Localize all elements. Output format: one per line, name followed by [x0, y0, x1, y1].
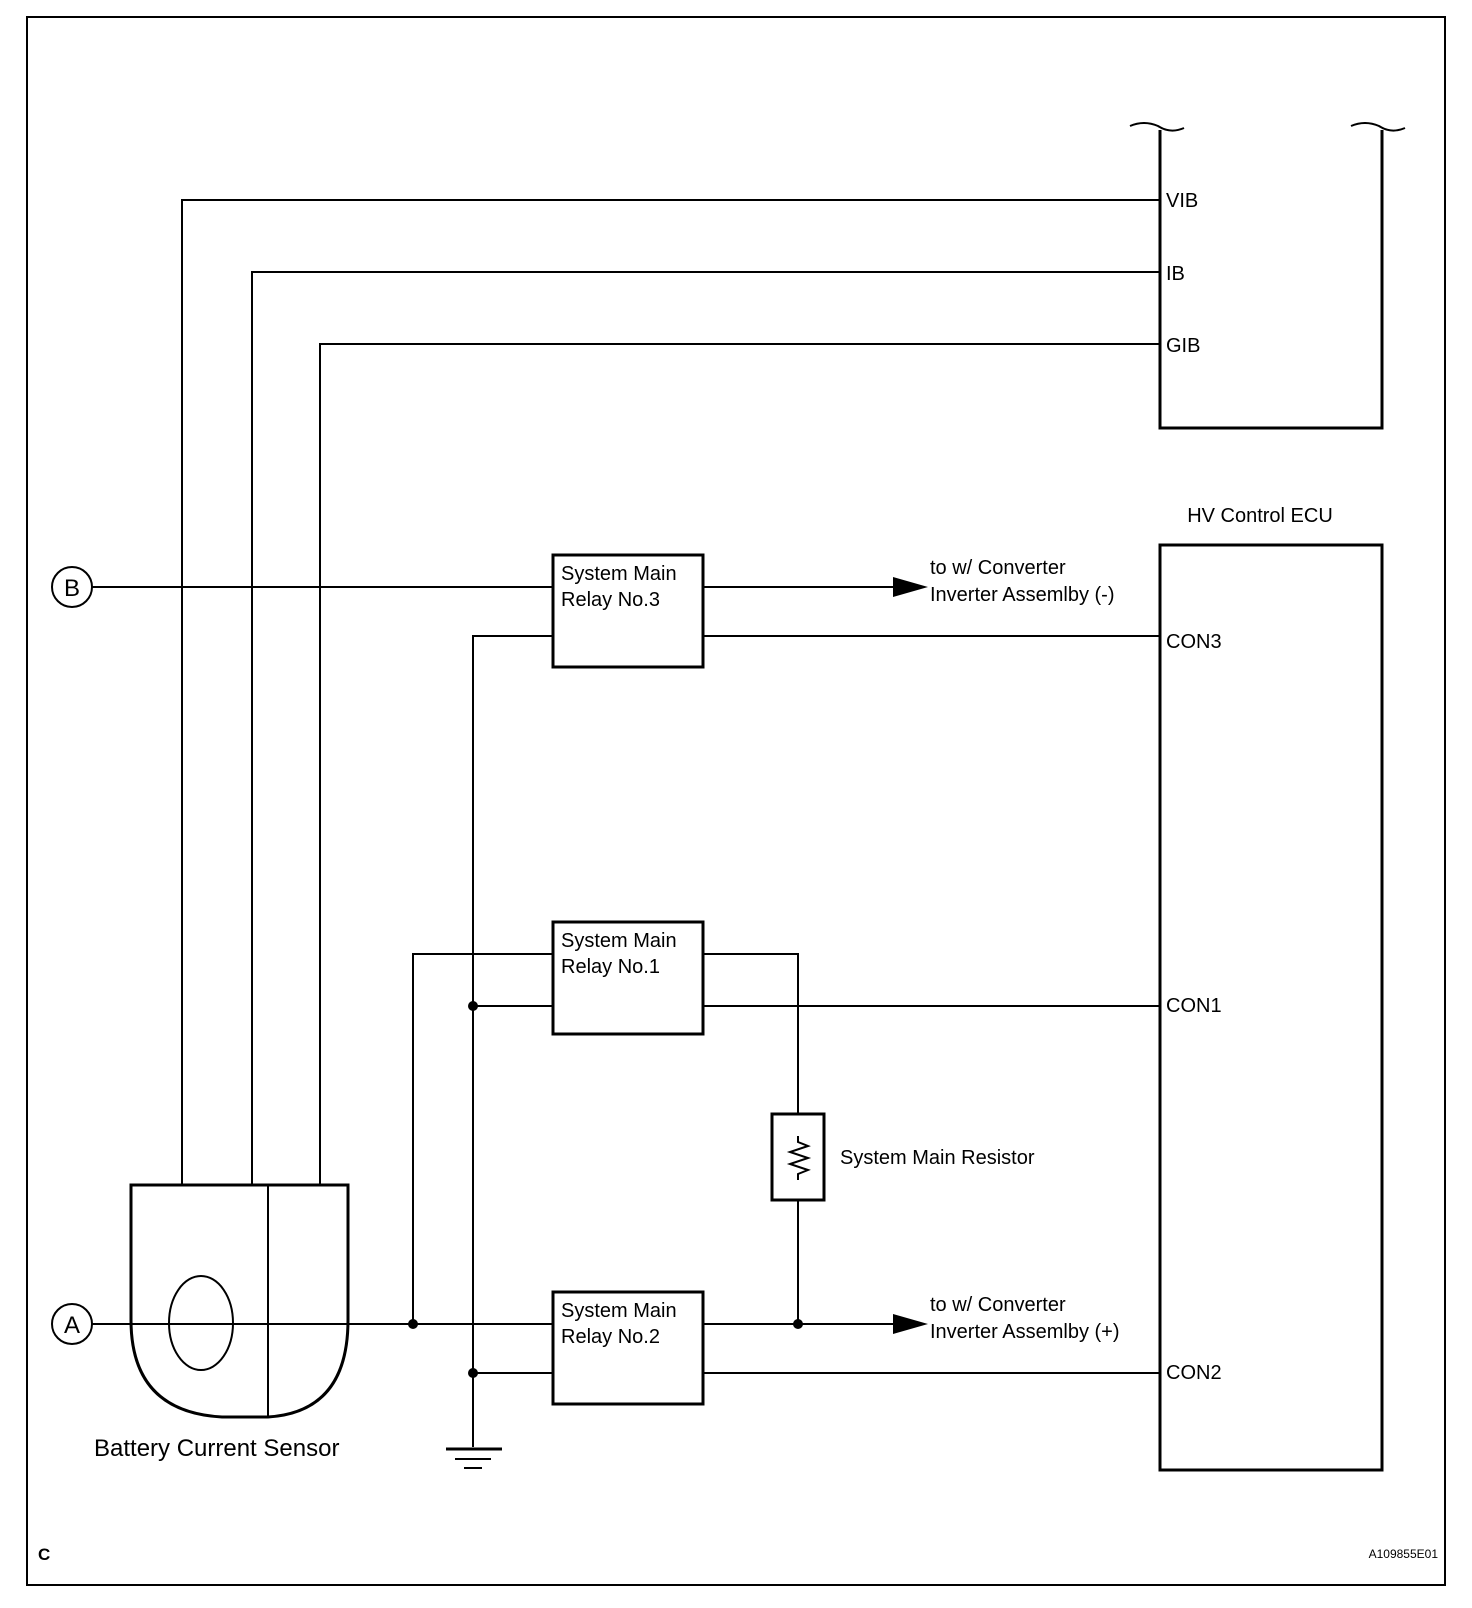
junction-dot: [468, 1001, 478, 1011]
connector-a-label: A: [64, 1312, 80, 1339]
wire-relay1-input: [412, 953, 553, 1324]
wire-vib: [181, 199, 1160, 1185]
relay-no2-line1: System Main: [561, 1300, 677, 1322]
resistor-label: System Main Resistor: [840, 1147, 1035, 1169]
battery-current-sensor: [129, 1183, 350, 1419]
ecu-title: HV Control ECU: [1187, 505, 1333, 527]
footer-left-code: C: [38, 1545, 50, 1564]
diagram-frame: [26, 16, 1446, 1586]
relay-no1: [551, 920, 705, 1036]
arrow-right-icon: [893, 1314, 928, 1334]
pin-ib: IB: [1166, 263, 1185, 285]
relay-no2: [551, 1290, 705, 1406]
output-positive-line2: Inverter Assemlby (+): [930, 1321, 1120, 1343]
output-negative-line2: Inverter Assemlby (-): [930, 584, 1114, 606]
wire-ground-bus: [472, 635, 553, 1447]
relay-no2-line2: Relay No.2: [561, 1326, 660, 1348]
pin-con3: CON3: [1166, 631, 1222, 653]
connector-b-label: B: [64, 575, 80, 602]
junction-dot: [408, 1319, 418, 1329]
junction-dot: [468, 1368, 478, 1378]
wire-gib: [319, 343, 1160, 1185]
resistor-icon: [786, 1136, 812, 1180]
wire-ib: [251, 271, 1160, 1185]
relay-no1-line1: System Main: [561, 930, 677, 952]
pin-vib: VIB: [1166, 190, 1198, 212]
break-mark-icon: [1129, 122, 1185, 132]
break-mark-icon: [1350, 122, 1406, 132]
pin-con1: CON1: [1166, 995, 1222, 1017]
ecu-lower-box: [1158, 543, 1384, 1472]
pin-con2: CON2: [1166, 1362, 1222, 1384]
pin-gib: GIB: [1166, 335, 1200, 357]
system-main-resistor: [770, 1112, 826, 1202]
figure-id: A109855E01: [1369, 1547, 1439, 1561]
output-negative-line1: to w/ Converter: [930, 557, 1066, 579]
junction-dot: [793, 1319, 803, 1329]
arrow-right-icon: [893, 577, 928, 597]
output-positive-line1: to w/ Converter: [930, 1294, 1066, 1316]
relay-no3-line1: System Main: [561, 563, 677, 585]
relay-no3: [551, 553, 705, 669]
sensor-label: Battery Current Sensor: [94, 1435, 339, 1462]
relay-no1-line2: Relay No.1: [561, 956, 660, 978]
ecu-upper-box: [1129, 122, 1406, 430]
ground-icon: [446, 1447, 502, 1469]
relay-no3-line2: Relay No.3: [561, 589, 660, 611]
wire-relay1-to-resistor: [703, 953, 799, 1114]
